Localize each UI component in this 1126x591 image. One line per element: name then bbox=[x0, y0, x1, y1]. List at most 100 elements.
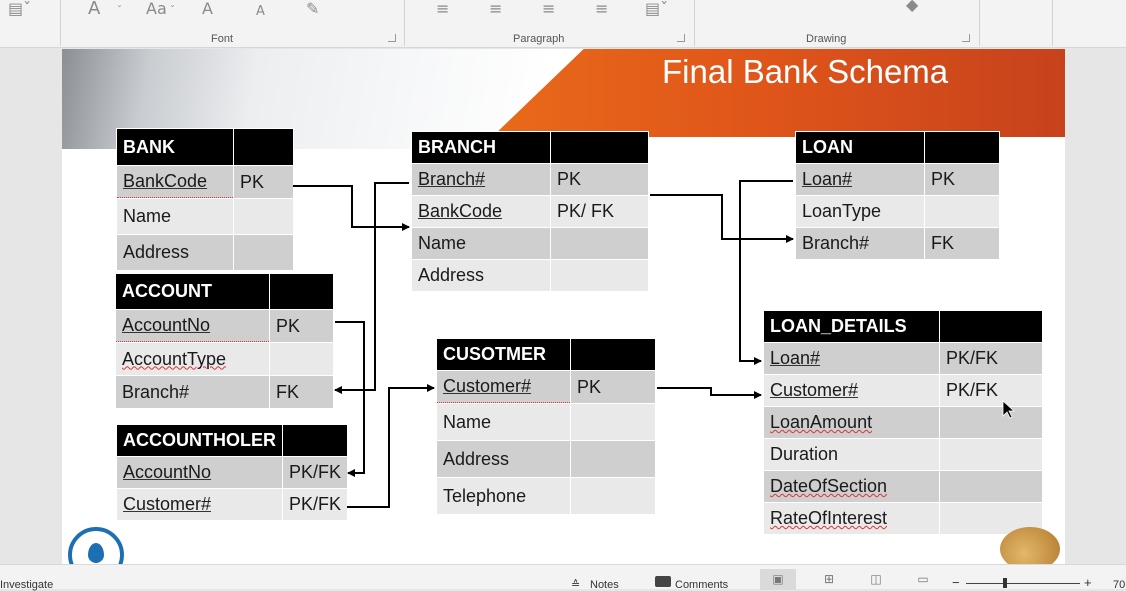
field-name: Customer# bbox=[764, 375, 939, 406]
align-left-icon[interactable]: ≡ bbox=[436, 0, 450, 18]
zoom-level[interactable]: 70 bbox=[1113, 579, 1126, 591]
table-header: ACCOUNT bbox=[116, 274, 269, 309]
ribbon-separator bbox=[694, 0, 695, 46]
drawing-group-label: Drawing bbox=[806, 33, 847, 45]
field-name: RateOfInterest bbox=[764, 503, 939, 534]
notes-icon: ≙ bbox=[571, 578, 581, 591]
chevron-down-icon[interactable]: ˇ bbox=[117, 5, 122, 16]
field-key bbox=[571, 441, 655, 477]
field-key bbox=[234, 199, 293, 234]
dialog-launcher-icon[interactable] bbox=[677, 34, 685, 42]
align-center-icon[interactable]: ≡ bbox=[489, 0, 503, 18]
zoom-slider-thumb[interactable] bbox=[1003, 578, 1007, 588]
table-header: BANK bbox=[117, 129, 233, 165]
table-header: BRANCH bbox=[412, 132, 550, 163]
field-key bbox=[551, 228, 648, 259]
field-key bbox=[571, 478, 655, 514]
title-banner bbox=[492, 49, 1065, 137]
relationship-arrows bbox=[293, 180, 1016, 508]
columns-icon[interactable]: ▤ˇ bbox=[645, 0, 669, 18]
dialog-launcher-icon[interactable] bbox=[962, 34, 970, 42]
field-key: PK/FK bbox=[283, 489, 348, 520]
egg-image bbox=[1000, 527, 1060, 564]
notes-button[interactable]: Notes bbox=[590, 579, 619, 591]
field-key: PK/FK bbox=[940, 375, 1042, 406]
field-name: Duration bbox=[764, 439, 939, 470]
bank-logo bbox=[68, 527, 124, 564]
comments-button[interactable]: Comments bbox=[675, 579, 729, 591]
field-name: AccountNo bbox=[116, 310, 269, 342]
field-key bbox=[940, 471, 1042, 502]
field-name: Name bbox=[117, 199, 233, 234]
change-case-icon[interactable]: Aa bbox=[146, 0, 167, 18]
align-right-icon[interactable]: ≡ bbox=[542, 0, 556, 18]
ribbon-separator bbox=[60, 0, 61, 46]
field-name: Telephone bbox=[437, 478, 570, 514]
ribbon: ▤ˇ A ˇ Aa ˇ A A ✎ Font ≡ ≡ ≡ ≡ ▤ˇ Paragr… bbox=[0, 0, 1126, 48]
field-key: PK/ FK bbox=[551, 196, 648, 227]
table-header: CUSOTMER bbox=[437, 339, 570, 370]
ribbon-separator bbox=[1052, 0, 1053, 46]
field-name: Loan# bbox=[796, 164, 924, 195]
justify-icon[interactable]: ≡ bbox=[595, 0, 609, 18]
logo-drop-icon bbox=[88, 543, 104, 563]
field-key bbox=[940, 439, 1042, 470]
field-name: Address bbox=[117, 235, 233, 270]
grow-font-icon[interactable]: A bbox=[202, 0, 213, 18]
field-key: PK bbox=[270, 310, 333, 342]
field-name: AccountNo bbox=[117, 457, 282, 488]
field-name: LoanType bbox=[796, 196, 924, 227]
dialog-launcher-icon[interactable] bbox=[388, 34, 396, 42]
table-header-key bbox=[270, 274, 333, 309]
loan-table: LOAN Loan#PK LoanType Branch#FK bbox=[795, 131, 1000, 260]
table-header: LOAN bbox=[796, 132, 924, 163]
field-key bbox=[925, 196, 999, 227]
field-name: Customer# bbox=[437, 371, 570, 403]
field-name: DateOfSection bbox=[764, 471, 939, 502]
field-name: Branch# bbox=[412, 164, 550, 195]
status-bar: Investigate ≙ Notes Comments ▣ ⊞ ◫ ▭ − +… bbox=[0, 564, 1126, 591]
field-name: Branch# bbox=[116, 376, 269, 408]
slideshow-button[interactable]: ▭ bbox=[917, 572, 929, 586]
ribbon-separator bbox=[404, 0, 405, 46]
field-name: Customer# bbox=[117, 489, 282, 520]
field-name: Name bbox=[437, 404, 570, 440]
field-name: LoanAmount bbox=[764, 407, 939, 438]
reading-view-button[interactable]: ◫ bbox=[870, 572, 882, 586]
fk-arrow-customer-accountholder bbox=[347, 384, 435, 508]
field-key: FK bbox=[270, 376, 333, 408]
zoom-slider[interactable] bbox=[966, 583, 1080, 584]
field-key bbox=[270, 343, 333, 375]
slide-sorter-button[interactable]: ⊞ bbox=[823, 572, 835, 586]
clear-formatting-icon[interactable]: ✎ bbox=[306, 0, 320, 18]
loan-details-table: LOAN_DETAILS Loan#PK/FK Customer#PK/FK L… bbox=[763, 310, 1043, 535]
investigate-label[interactable]: Investigate bbox=[0, 579, 54, 591]
table-header: LOAN_DETAILS bbox=[764, 311, 939, 342]
table-header-key bbox=[940, 311, 1042, 342]
field-key: FK bbox=[925, 228, 999, 259]
field-name: BankCode bbox=[412, 196, 550, 227]
zoom-out-button[interactable]: − bbox=[952, 575, 960, 590]
field-name: AccountType bbox=[116, 343, 269, 375]
zoom-in-button[interactable]: + bbox=[1084, 575, 1092, 590]
layout-icon[interactable]: ▤ˇ bbox=[8, 0, 32, 18]
shapes-icon[interactable]: ◆ˇ bbox=[906, 0, 927, 14]
table-header-key bbox=[551, 132, 648, 163]
field-key: PK bbox=[234, 166, 293, 198]
field-key bbox=[940, 407, 1042, 438]
paragraph-group-label: Paragraph bbox=[513, 33, 565, 45]
mouse-cursor-icon bbox=[1002, 400, 1016, 419]
chevron-down-icon[interactable]: ˇ bbox=[170, 5, 175, 16]
table-header-key bbox=[571, 339, 655, 370]
field-key: PK/FK bbox=[283, 457, 348, 488]
field-key bbox=[551, 260, 648, 291]
fk-arrow-bank-branch bbox=[293, 185, 410, 231]
font-color-icon[interactable]: A bbox=[88, 0, 101, 19]
normal-view-button[interactable]: ▣ bbox=[760, 569, 796, 590]
table-header-key bbox=[234, 129, 293, 165]
field-name: Loan# bbox=[764, 343, 939, 374]
shrink-font-icon[interactable]: A bbox=[256, 4, 265, 19]
